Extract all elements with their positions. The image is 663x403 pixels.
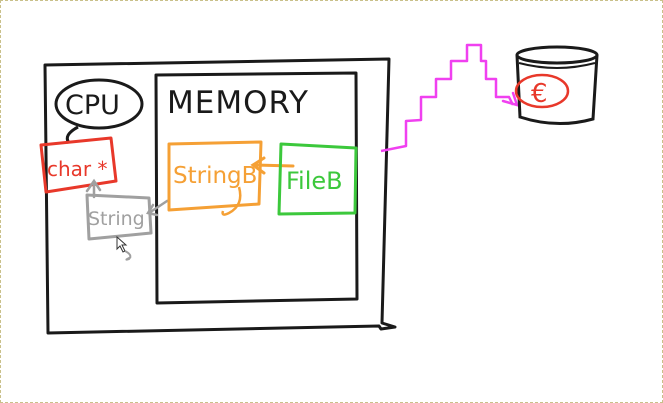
stringb-to-string-arrow xyxy=(146,199,169,217)
fileb-label: FileB xyxy=(286,167,343,195)
char-pointer-box xyxy=(39,136,118,194)
storage-connection-line xyxy=(380,43,515,153)
gray-scribble xyxy=(124,250,132,261)
storage-cylinder-icon xyxy=(515,45,599,126)
stringb-label: StringB xyxy=(173,163,257,189)
char-pointer-label: char * xyxy=(47,157,108,181)
fileb-box xyxy=(277,142,358,216)
storage-symbol: € xyxy=(531,79,548,109)
memory-label: MEMORY xyxy=(167,85,309,121)
storage-symbol-circle xyxy=(514,73,570,109)
fileb-to-stringb-arrow xyxy=(250,156,295,175)
memory-box xyxy=(154,71,359,305)
string-to-char-arrow xyxy=(85,178,102,199)
string-box xyxy=(85,193,153,241)
stringb-box xyxy=(167,140,263,212)
computer-box xyxy=(43,57,397,335)
storage-arrowhead xyxy=(501,91,519,107)
string-label: String xyxy=(88,208,145,230)
mouse-cursor-icon xyxy=(116,235,128,253)
cpu-label: CPU xyxy=(65,90,120,121)
stringb-tail xyxy=(221,186,242,216)
cpu-circle xyxy=(54,78,144,130)
